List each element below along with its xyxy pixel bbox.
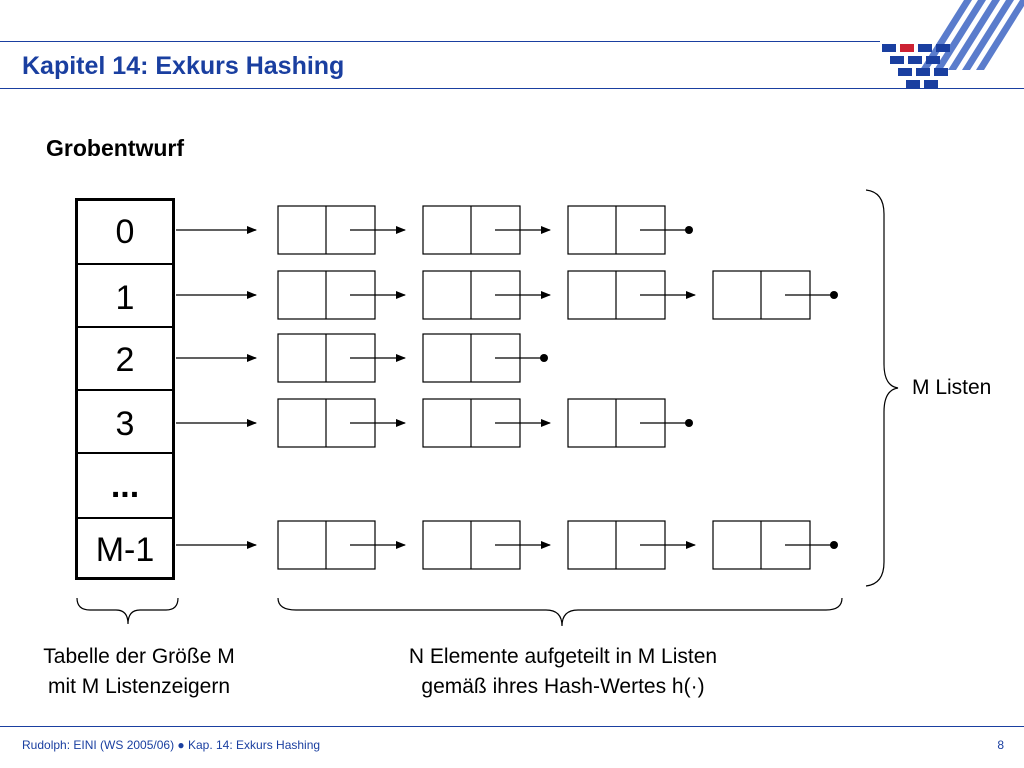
null-pointer-dot — [830, 541, 838, 549]
slot-label-ellipsis: ... — [110, 467, 140, 505]
footer-text: Rudolph: EINI (WS 2005/06) ● Kap. 14: Ex… — [22, 738, 321, 752]
slot-label-0: 0 — [115, 213, 135, 251]
slot-divider — [78, 389, 172, 391]
section-heading: Grobentwurf — [46, 135, 184, 161]
lists-caption-line2: gemäß ihres Hash-Wertes h(·) — [421, 675, 705, 698]
table-brace — [76, 597, 179, 625]
slot-divider — [78, 263, 172, 265]
title-rule-bottom — [0, 88, 1024, 89]
university-logo — [882, 0, 1024, 88]
null-pointer-dot — [540, 354, 548, 362]
logo-stripes — [920, 0, 1024, 70]
m-listen-label: M Listen — [912, 376, 992, 399]
slot-label-2: 2 — [115, 341, 135, 379]
null-pointer-dot — [685, 226, 693, 234]
logo-blocks — [882, 44, 950, 88]
slot-label-1: 1 — [115, 279, 135, 317]
lists-caption: N Elemente aufgeteilt in M Listen gemäß … — [340, 642, 786, 702]
footer-rule — [0, 726, 1024, 727]
slot-label-3: 3 — [115, 405, 135, 443]
right-brace — [865, 189, 899, 587]
page-number: 8 — [997, 738, 1004, 752]
slot-divider — [78, 452, 172, 454]
table-caption: Tabelle der Größe M mit M Listenzeigern — [14, 642, 264, 702]
hash-table: 0 1 2 3 ... M-1 — [75, 198, 175, 580]
lists-caption-line1: N Elemente aufgeteilt in M Listen — [408, 645, 718, 668]
table-caption-line2: mit M Listenzeigern — [47, 675, 231, 698]
title-rule-top — [0, 41, 880, 42]
slot-divider — [78, 517, 172, 519]
slot-divider — [78, 326, 172, 328]
slot-label-m-1: M-1 — [95, 531, 155, 569]
null-pointer-dot — [830, 291, 838, 299]
lists-brace — [277, 597, 843, 627]
null-pointer-dot — [685, 419, 693, 427]
slide-title: Kapitel 14: Exkurs Hashing — [22, 52, 345, 80]
table-caption-line1: Tabelle der Größe M — [43, 645, 235, 668]
